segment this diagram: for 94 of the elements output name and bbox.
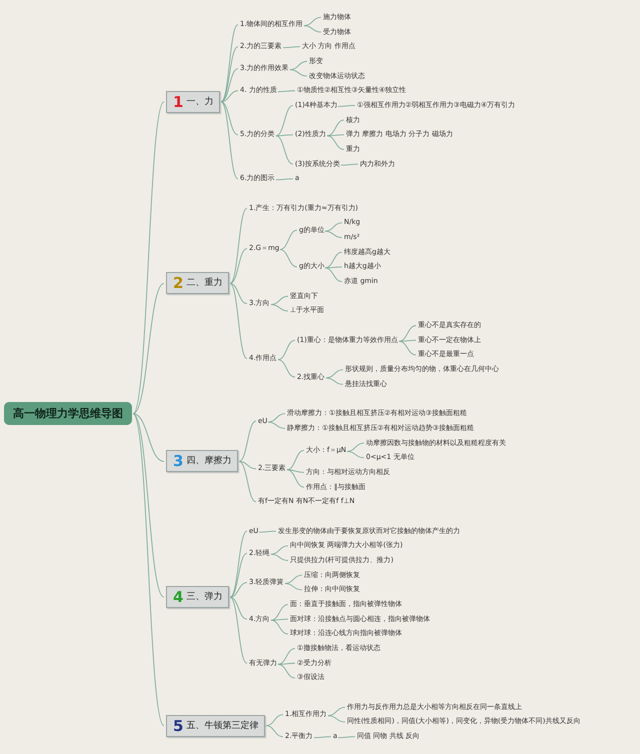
topic-number: 4	[173, 589, 184, 606]
connector-line	[270, 618, 288, 621]
connector-line	[270, 296, 288, 306]
connector-line	[132, 101, 164, 414]
topic-number: 5	[173, 718, 184, 734]
connector-line	[346, 450, 364, 458]
connector-line	[338, 736, 356, 738]
topic-box	[166, 714, 266, 737]
topic-number: 1	[173, 94, 184, 110]
connector-line	[230, 582, 248, 598]
connector-line	[324, 230, 342, 238]
connector-line	[132, 413, 164, 726]
connector-line	[326, 135, 344, 150]
topic-box	[166, 90, 220, 113]
connector-line	[230, 282, 248, 304]
connector-line	[326, 120, 344, 136]
connector-line	[220, 90, 238, 102]
connector-line	[398, 340, 416, 342]
connector-line	[132, 413, 164, 598]
connector-line	[230, 596, 248, 664]
connector-line	[284, 574, 302, 584]
connector-line	[266, 725, 284, 738]
topic-title: 四、摩擦力	[186, 454, 232, 468]
connector-line	[398, 340, 416, 356]
connector-line	[278, 664, 296, 678]
connector-line	[286, 469, 304, 488]
connector-line	[220, 24, 238, 102]
connector-line	[270, 545, 288, 555]
topic-title: 五、牛顿第三定律	[186, 720, 258, 733]
connector-line	[278, 340, 296, 360]
topic-number: 3	[173, 453, 184, 470]
topic-box	[166, 450, 238, 472]
connector-line	[270, 620, 288, 634]
connector-line	[324, 266, 342, 268]
connector-line	[238, 460, 256, 470]
connector-line	[238, 460, 256, 502]
connector-line	[286, 450, 304, 470]
connector-line	[324, 222, 342, 232]
connector-line	[230, 248, 248, 284]
connector-line	[132, 413, 164, 462]
connector-line	[290, 69, 308, 76]
connector-line	[220, 101, 238, 180]
connector-line	[326, 369, 344, 378]
connector-line	[284, 583, 302, 590]
connector-line	[276, 135, 294, 165]
connector-line	[220, 68, 238, 102]
connector-line	[280, 230, 298, 250]
connector-line	[286, 469, 304, 473]
connector-line	[270, 604, 288, 621]
connector-line	[230, 530, 248, 598]
topic-title: 二、重力	[186, 276, 222, 290]
connector-line	[270, 304, 288, 312]
connector-line	[280, 249, 298, 268]
topic-box	[166, 272, 230, 294]
connector-line	[304, 16, 322, 26]
connector-line	[230, 208, 248, 284]
connector-line	[398, 325, 416, 342]
connector-line	[268, 413, 286, 422]
connector-line	[276, 134, 294, 136]
connector-line	[278, 90, 296, 92]
connector-line	[326, 378, 344, 385]
topic-box	[166, 586, 230, 608]
root-box: 高一物理力学思维导图	[4, 402, 132, 426]
connector-line	[314, 736, 332, 738]
connector-line	[258, 530, 276, 533]
connector-line	[278, 359, 296, 378]
connector-line	[276, 104, 294, 136]
connector-line	[132, 282, 164, 414]
connector-line	[230, 596, 248, 620]
connector-line	[230, 552, 248, 598]
connector-line	[238, 420, 256, 462]
connector-line	[268, 422, 286, 429]
connector-line	[324, 267, 342, 282]
connector-line	[340, 164, 358, 166]
connector-line	[220, 46, 238, 102]
connector-line	[328, 706, 346, 716]
topic-title: 一、力	[186, 96, 214, 109]
connector-line	[290, 60, 308, 70]
connector-line	[338, 104, 356, 107]
connector-line	[270, 554, 288, 561]
connector-line	[324, 252, 342, 268]
connector-line	[326, 134, 344, 136]
connector-line	[266, 714, 284, 726]
connector-line	[278, 648, 296, 665]
connector-line	[230, 282, 248, 360]
connector-line	[278, 662, 296, 665]
connector-line	[304, 25, 322, 32]
connector-line	[346, 442, 364, 452]
topic-title: 三、弹力	[186, 590, 222, 604]
connector-line	[328, 715, 346, 722]
connector-line	[220, 101, 238, 136]
topic-number: 2	[173, 275, 184, 292]
connector-line	[276, 178, 294, 180]
connector-line	[282, 46, 300, 48]
